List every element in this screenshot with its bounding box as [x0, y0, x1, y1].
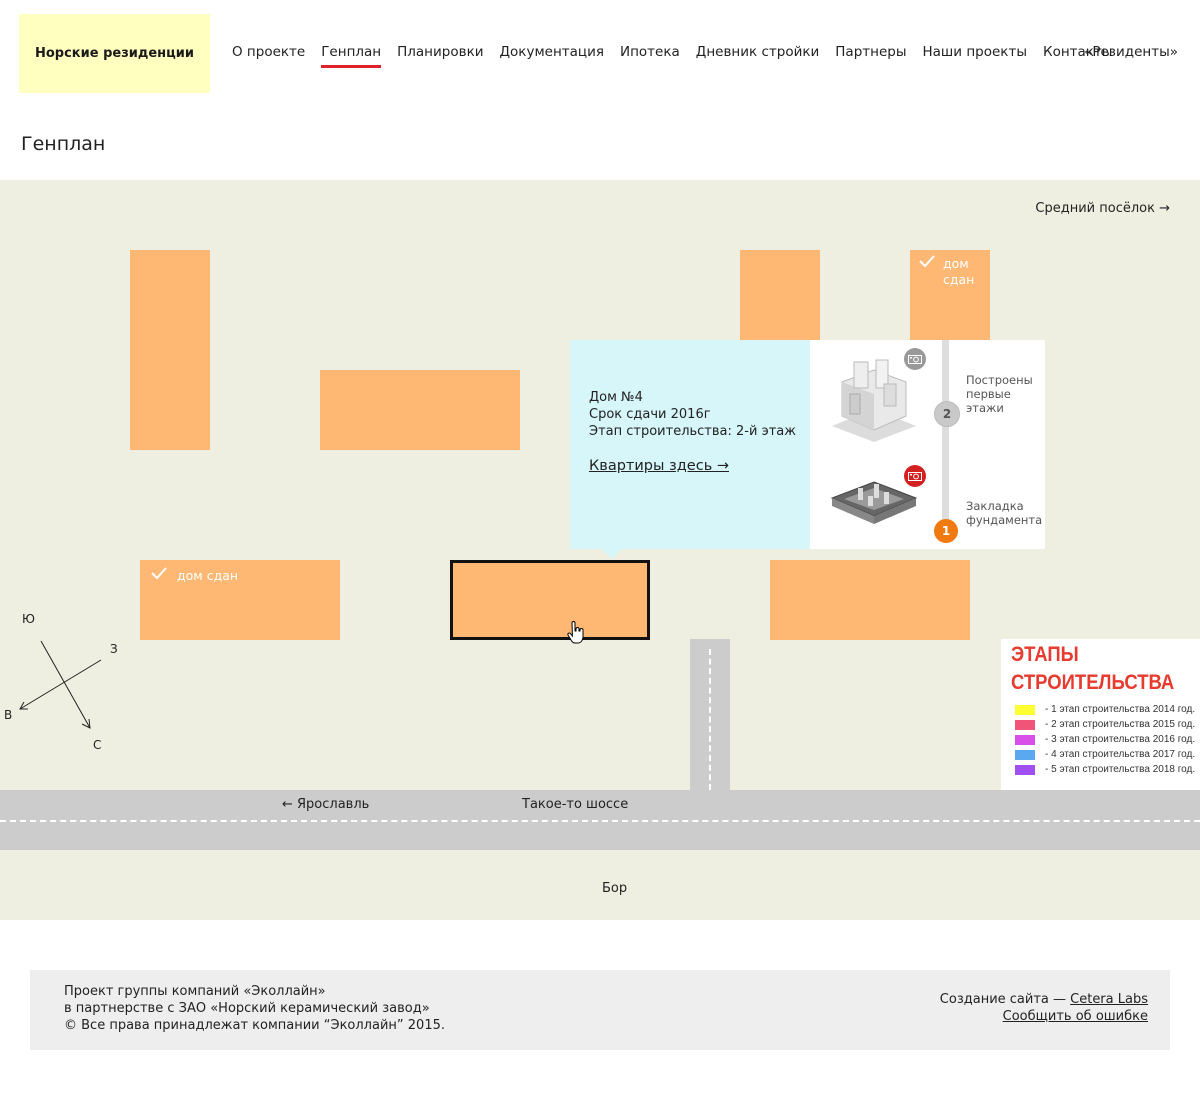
middle-village-link[interactable]: Средний посёлок →: [1035, 201, 1170, 216]
footer-credit-prefix: Создание сайта —: [939, 992, 1071, 1007]
stage-2-text: Построены первые этажи: [966, 373, 1033, 415]
footer: Проект группы компаний «Эколлайн» в парт…: [30, 970, 1170, 1050]
yaroslavl-direction: ← Ярославль: [282, 797, 370, 812]
compass-east: В: [4, 708, 13, 722]
legend-item: - 1 этап строительства 2014 год.: [1015, 704, 1195, 715]
compass-north: С: [93, 738, 102, 752]
legend-item: - 4 этап строительства 2017 год.: [1015, 749, 1195, 760]
done-label-text: дом сдан: [943, 256, 975, 287]
construction-stages-legend: ЭТАПЫ СТРОИТЕЛЬСТВА - 1 этап строительст…: [1001, 639, 1200, 790]
highway-name: Такое-то шоссе: [522, 797, 629, 812]
page-title: Генплан: [21, 133, 106, 155]
construction-stages-panel: 2 1 Построены первые этажи Закладка фунд…: [810, 340, 1045, 549]
compass-west: З: [110, 642, 118, 656]
building-middle-upper[interactable]: [320, 370, 520, 450]
house-popup: Дом №4 Срок сдачи 2016г Этап строительст…: [570, 340, 1045, 559]
residents-link[interactable]: «Резиденты»: [1084, 44, 1178, 60]
house-number: Дом №4: [589, 390, 643, 405]
main-nav: О проекте Генплан Планировки Документаци…: [232, 44, 1112, 68]
legend-item: - 3 этап строительства 2016 год.: [1015, 734, 1195, 745]
forest-label: Бор: [602, 881, 628, 896]
popup-pointer: [602, 549, 622, 559]
compass-south: Ю: [22, 612, 35, 626]
building-top-right-done[interactable]: дом сдан: [910, 250, 990, 340]
building-bottom-right[interactable]: [770, 560, 970, 640]
nav-item-diary[interactable]: Дневник стройки: [695, 44, 820, 60]
highway: ← Ярославль Такое-то шоссе: [0, 790, 1200, 850]
camera-icon[interactable]: [904, 465, 926, 487]
house-stage: Этап строительства: 2-й этаж: [589, 424, 796, 439]
nav-item-contacts[interactable]: Контакты: [1042, 44, 1113, 60]
nav-item-docs[interactable]: Документация: [499, 44, 605, 60]
building-tall-left[interactable]: [130, 250, 210, 450]
legend-item: - 2 этап строительства 2015 год.: [1015, 719, 1195, 730]
stage-timeline: [942, 340, 949, 530]
site-logo[interactable]: Норские резиденции: [19, 14, 210, 93]
nav-item-layouts[interactable]: Планировки: [397, 44, 484, 60]
site-plan-map: Средний посёлок → дом сдан дом сдан Дом …: [0, 180, 1200, 920]
check-icon: [151, 567, 167, 580]
building-house-4-selected[interactable]: [450, 560, 650, 644]
nav-item-projects[interactable]: Наши проекты: [922, 44, 1027, 60]
compass-icon: [19, 640, 102, 729]
building-render-foundation: [830, 481, 918, 524]
nav-item-about[interactable]: О проекте: [232, 44, 306, 60]
stage-1-text: Закладка фундамента: [966, 499, 1043, 527]
apartments-link[interactable]: Квартиры здесь →: [589, 458, 729, 474]
hand-cursor-icon: [567, 621, 584, 644]
nav-item-mortgage[interactable]: Ипотека: [620, 44, 680, 60]
legend-title: ЭТАПЫ СТРОИТЕЛЬСТВА: [1011, 643, 1175, 694]
building-render-floors: [832, 359, 916, 442]
nav-item-partners[interactable]: Партнеры: [835, 44, 907, 60]
stage-number-2: 2: [934, 401, 960, 427]
check-icon: [919, 255, 935, 268]
report-error-link[interactable]: Сообщить об ошибке: [1002, 1009, 1148, 1024]
side-road: [690, 639, 730, 790]
stage-number-1: 1: [934, 519, 958, 543]
footer-partner-line: в партнерстве с ЗАО «Норский керамически…: [64, 1001, 430, 1016]
house-deadline: Срок сдачи 2016г: [589, 407, 711, 422]
nav-item-genplan[interactable]: Генплан: [321, 44, 382, 68]
building-top-right-1[interactable]: [740, 250, 820, 340]
footer-project-line: Проект группы компаний «Эколлайн»: [64, 984, 326, 999]
building-bottom-left-done[interactable]: дом сдан: [140, 560, 340, 640]
legend-item: - 5 этап строительства 2018 год.: [1015, 764, 1195, 775]
done-label-text: дом сдан: [177, 568, 239, 583]
cetera-labs-link[interactable]: Cetera Labs: [1070, 992, 1148, 1007]
camera-icon[interactable]: [904, 348, 926, 370]
house-info-panel: Дом №4 Срок сдачи 2016г Этап строительст…: [570, 340, 810, 559]
footer-copyright: © Все права принадлежат компании “Эколла…: [64, 1018, 445, 1033]
